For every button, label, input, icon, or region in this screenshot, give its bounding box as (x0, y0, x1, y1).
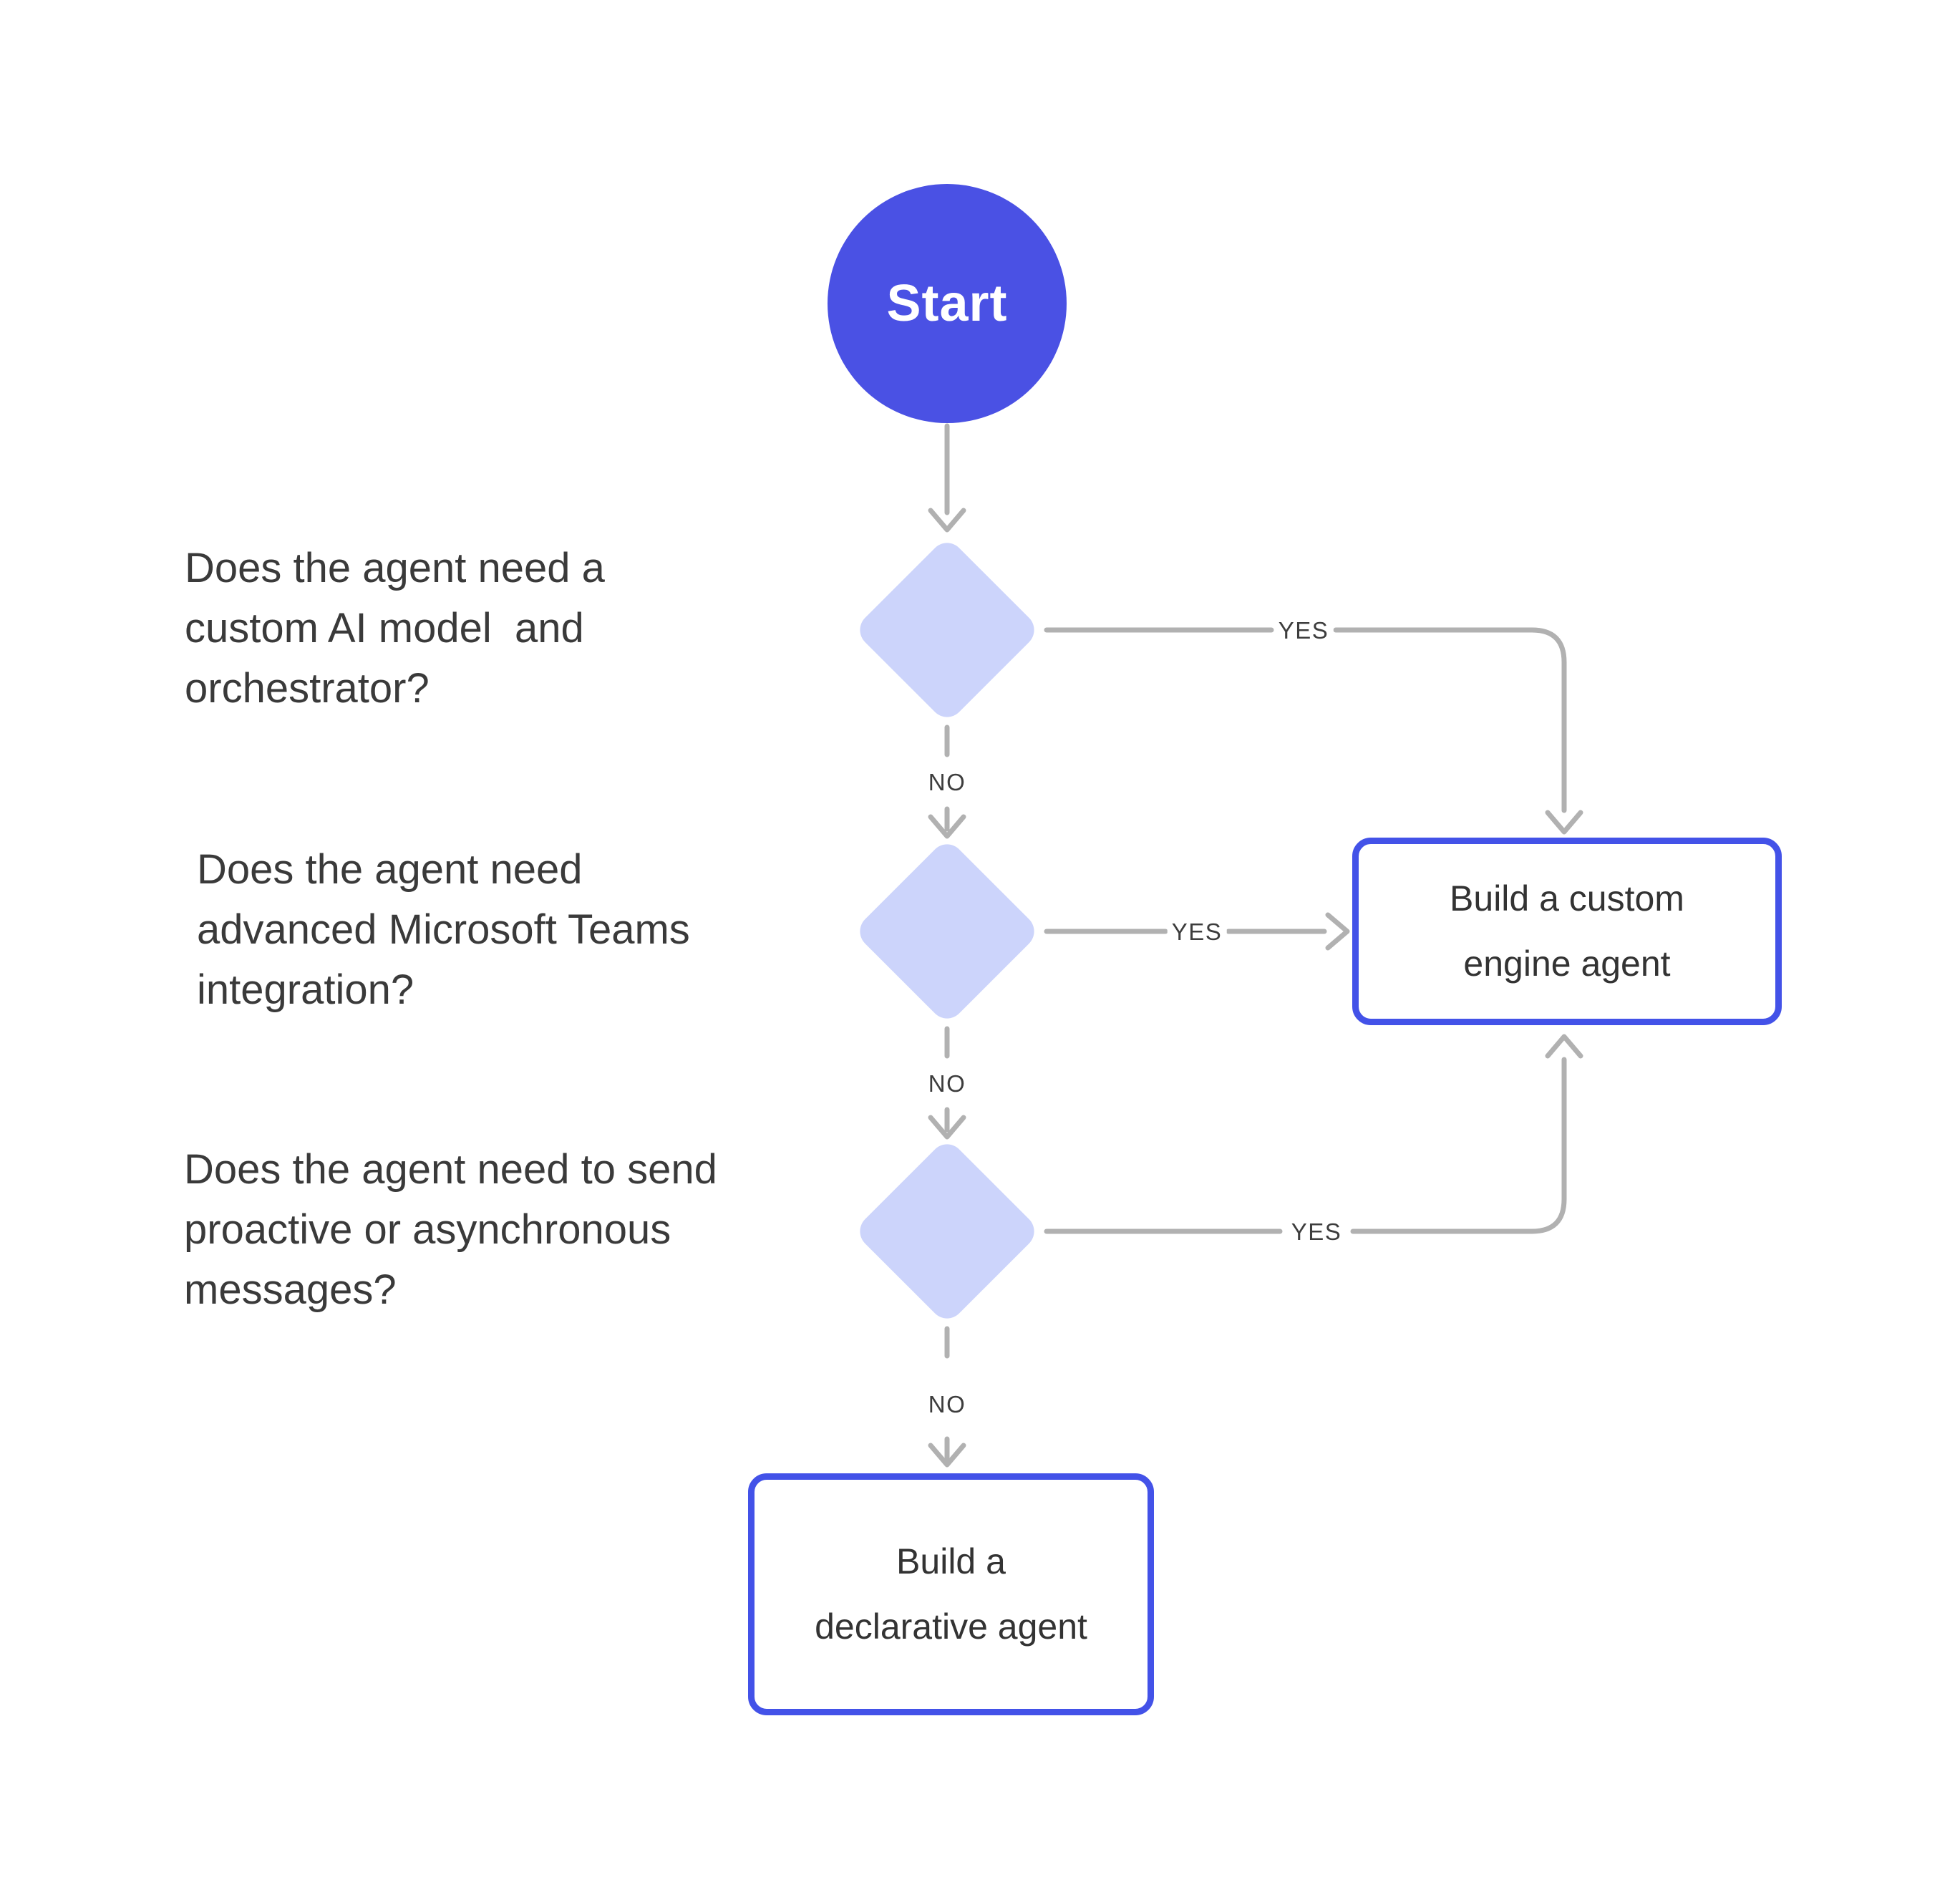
question-3-line-2: proactive or asynchronous (184, 1206, 671, 1253)
question-3: Does the agent need to send proactive or… (184, 1140, 717, 1320)
edge-label-no-q2: NO (923, 1070, 971, 1097)
question-3-line-1: Does the agent need to send (184, 1146, 717, 1193)
edge-start-to-q1 (928, 423, 966, 533)
question-2-line-3: integration? (197, 966, 414, 1013)
outcome-custom-engine-line-2: engine agent (1463, 944, 1671, 984)
edge-label-yes-q3: YES (1286, 1218, 1347, 1246)
start-label: Start (886, 275, 1008, 332)
edge-q3-no-to-declarative (928, 1326, 966, 1468)
outcome-custom-engine-agent: Build a custom engine agent (1352, 838, 1782, 1025)
outcome-declarative-agent: Build a declarative agent (748, 1473, 1154, 1715)
outcome-declarative-line-1: Build a (896, 1541, 1006, 1581)
outcome-custom-engine-line-1: Build a custom (1450, 878, 1684, 919)
question-1: Does the agent need a custom AI model an… (185, 538, 605, 719)
edge-q3-yes-to-engine (1044, 1034, 1583, 1234)
edge-label-no-q3: NO (923, 1391, 971, 1418)
edge-q2-no-to-q3 (928, 1026, 966, 1140)
outcome-declarative-line-2: declarative agent (815, 1606, 1087, 1647)
question-1-line-1: Does the agent need a (185, 545, 605, 591)
question-2: Does the agent need advanced Microsoft T… (197, 840, 690, 1020)
start-node: Start (828, 184, 1067, 423)
edge-q1-yes-to-engine (1044, 627, 1583, 835)
edge-label-no-q1: NO (923, 769, 971, 796)
question-1-line-3: orchestrator? (185, 665, 430, 712)
edge-q1-no-to-q2 (928, 724, 966, 839)
question-3-line-3: messages? (184, 1266, 397, 1313)
question-2-line-1: Does the agent need (197, 846, 583, 893)
question-1-line-2: custom AI model and (185, 605, 584, 651)
edge-label-yes-q1: YES (1273, 617, 1334, 644)
question-2-line-2: advanced Microsoft Teams (197, 906, 690, 953)
edge-label-yes-q2: YES (1167, 919, 1227, 946)
edge-q2-yes-to-engine (1044, 912, 1350, 951)
